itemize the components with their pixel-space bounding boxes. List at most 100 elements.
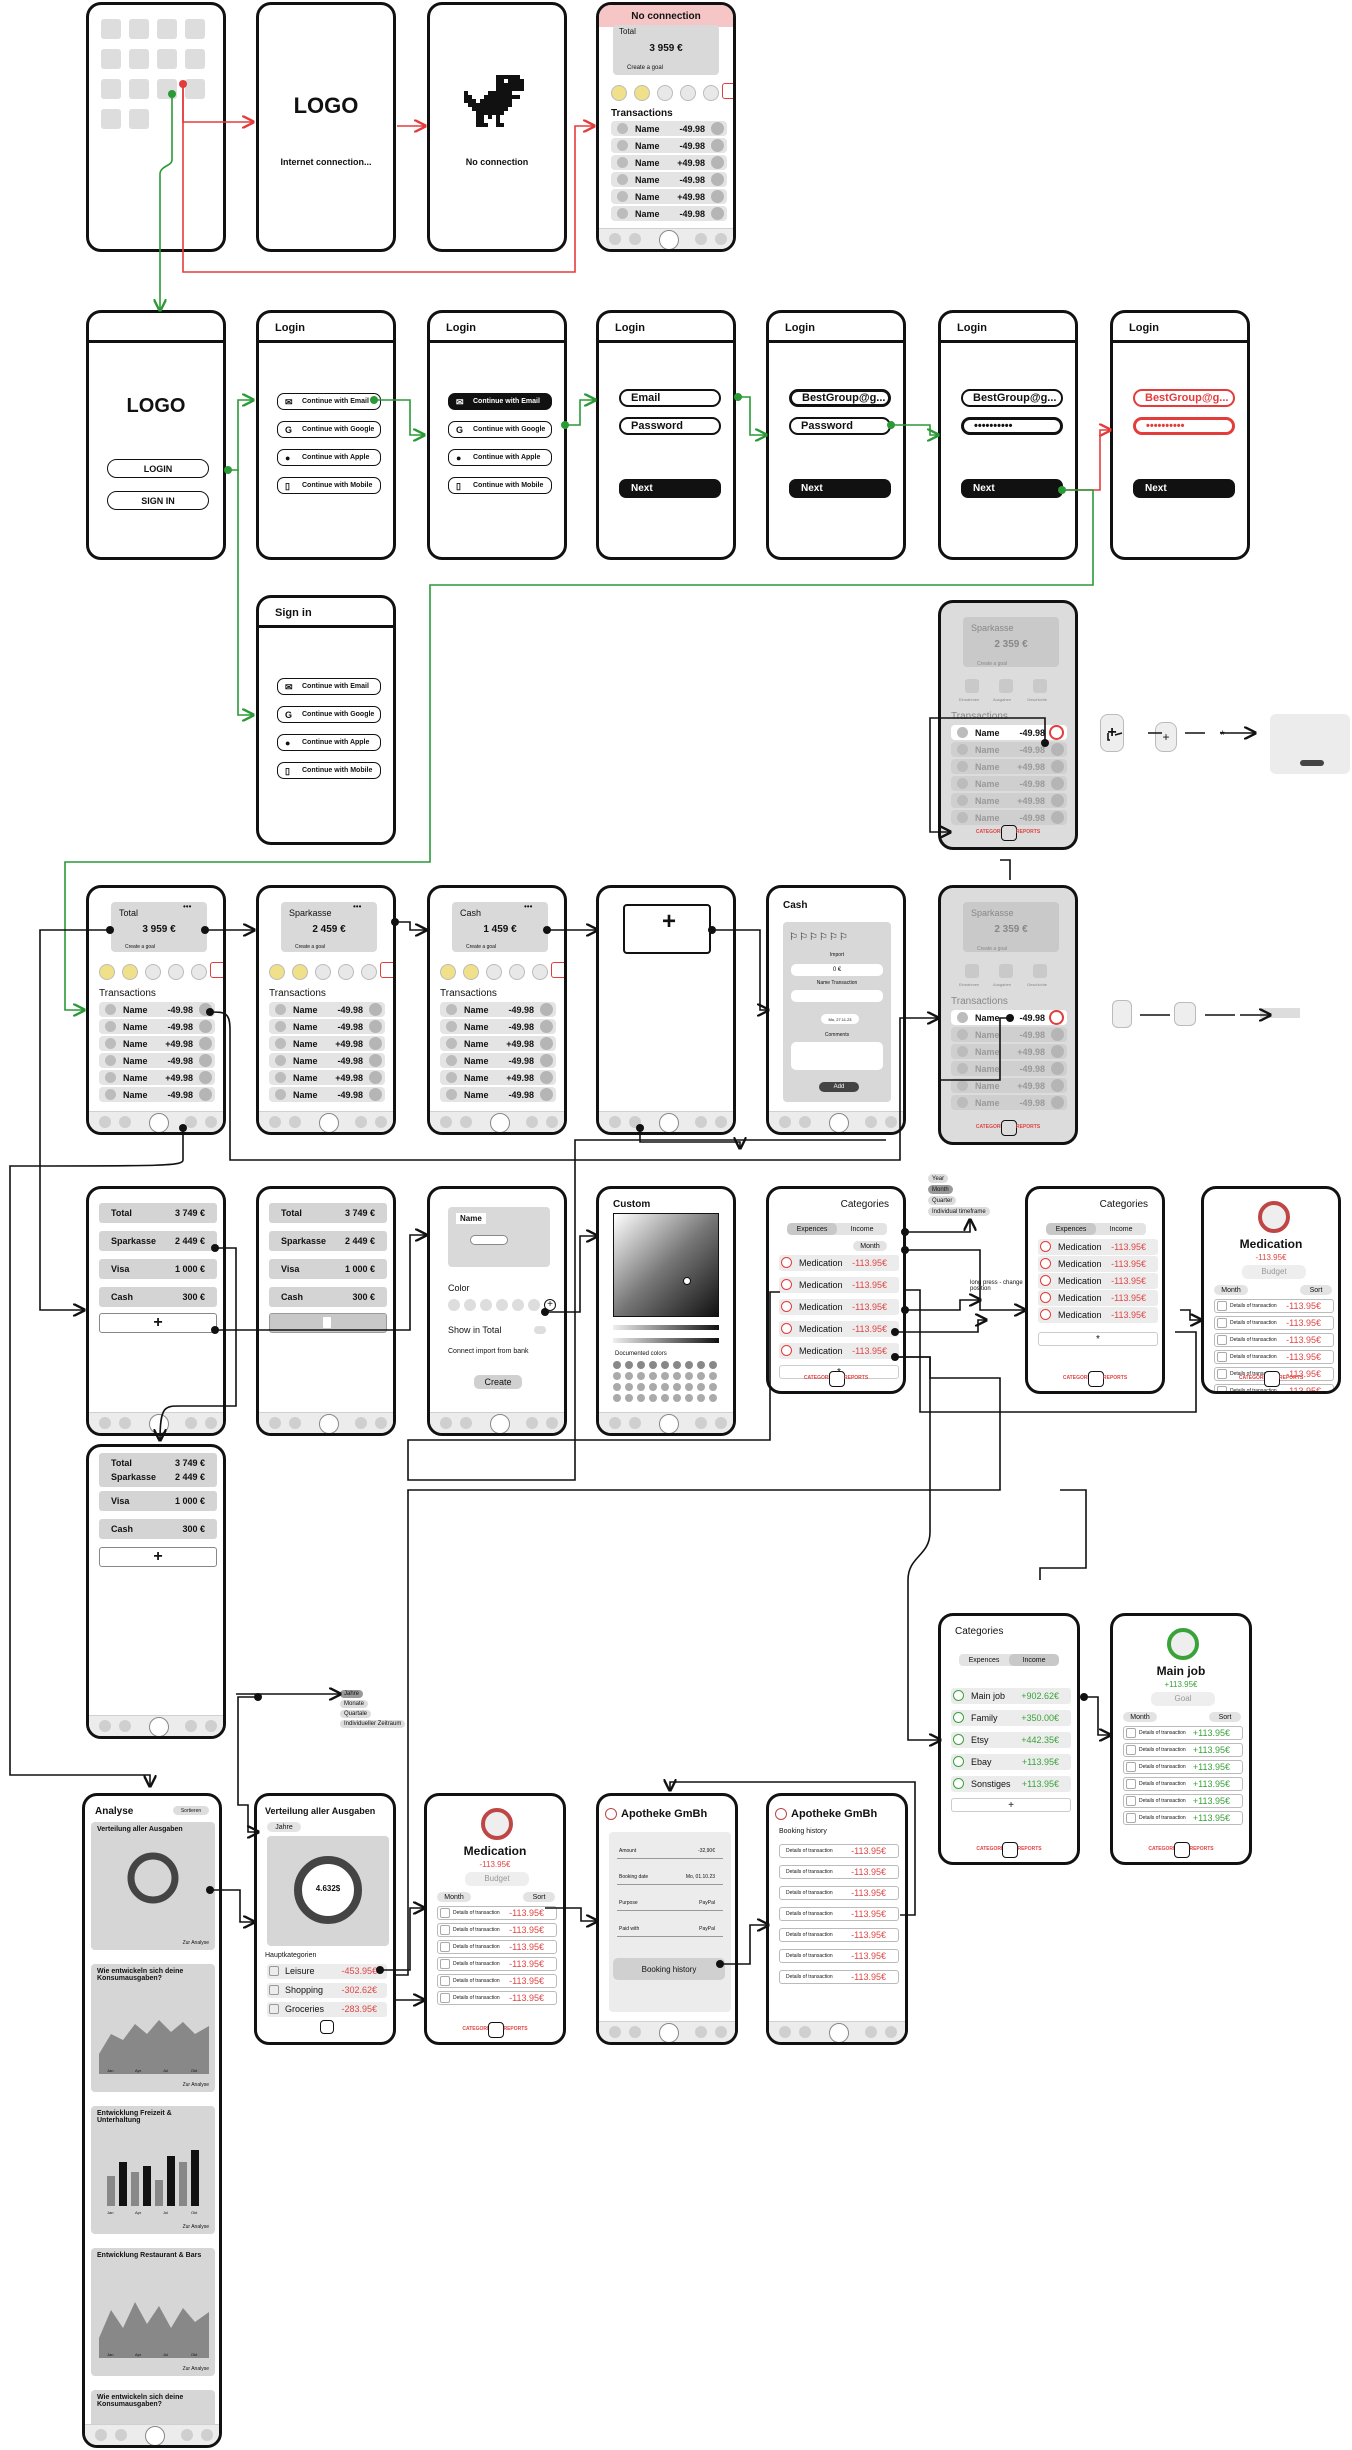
sort-selector[interactable]: Sort <box>1209 1712 1241 1722</box>
nav-dot[interactable] <box>205 1417 217 1429</box>
overlay-icon[interactable] <box>1033 964 1047 978</box>
nav-dot[interactable] <box>865 2026 877 2038</box>
transaction-action[interactable] <box>1051 743 1064 756</box>
documented-color[interactable] <box>709 1372 717 1380</box>
transaction-row[interactable]: Name-49.98 <box>951 1061 1067 1076</box>
booking-history-button[interactable]: Booking history <box>613 1958 725 1980</box>
transaction-row[interactable]: Name-49.98 <box>951 742 1067 757</box>
transaction-action[interactable] <box>369 1020 382 1033</box>
overlay-icon[interactable] <box>999 964 1013 978</box>
home-button[interactable] <box>149 1717 169 1736</box>
analysis-link[interactable]: Zur Analyse <box>182 2224 209 2230</box>
transaction-action[interactable] <box>1051 777 1064 790</box>
edit-icon[interactable] <box>551 962 564 978</box>
transaction-action[interactable] <box>711 173 724 186</box>
add-color-button[interactable]: + <box>544 1299 556 1311</box>
home-icon[interactable] <box>1264 1371 1280 1387</box>
password-field[interactable]: •••••••••• <box>961 417 1063 435</box>
category-icon[interactable] <box>463 964 479 980</box>
more-menu[interactable]: ••• <box>524 902 533 911</box>
transaction-row[interactable]: Name-49.98 <box>99 1002 215 1017</box>
color-swatch[interactable] <box>528 1299 540 1311</box>
transaction-row[interactable]: Name-49.98 <box>611 206 727 221</box>
app-icon[interactable] <box>129 79 149 99</box>
documented-color[interactable] <box>697 1372 705 1380</box>
home-icon[interactable] <box>1001 825 1017 841</box>
category-row[interactable]: Medication-113.95€ <box>779 1343 899 1359</box>
home-icon[interactable] <box>829 1371 845 1387</box>
transaction-row[interactable]: Name-49.98 <box>440 1019 556 1034</box>
category-icon[interactable] <box>509 964 525 980</box>
transaction-detail-row[interactable]: Details of transaction-113.95€ <box>437 1991 557 2005</box>
transaction-row[interactable]: Name+49.98 <box>440 1036 556 1051</box>
nav-dot[interactable] <box>201 2429 213 2441</box>
distribution-row[interactable]: Shopping-302.62€ <box>267 1983 387 1998</box>
income-row[interactable]: Sonstiges+113.95€ <box>951 1776 1071 1792</box>
email-field[interactable]: Email <box>619 389 721 407</box>
nav-dot[interactable] <box>119 1116 131 1128</box>
documented-color[interactable] <box>649 1383 657 1391</box>
app-icon[interactable] <box>185 49 205 69</box>
nav-dot[interactable] <box>629 2026 641 2038</box>
transaction-action[interactable] <box>1051 811 1064 824</box>
password-field[interactable]: Password <box>619 417 721 435</box>
nav-dot[interactable] <box>119 1720 131 1732</box>
nav-dot[interactable] <box>355 1116 367 1128</box>
transaction-detail-row[interactable]: Details of transaction+113.95€ <box>1123 1760 1243 1774</box>
documented-color[interactable] <box>709 1383 717 1391</box>
continue-email-button[interactable]: ✉Continue with Email <box>277 678 381 695</box>
category-row[interactable]: Medication-113.95€ <box>779 1299 899 1315</box>
documented-color[interactable] <box>625 1372 633 1380</box>
home-button[interactable] <box>490 1113 510 1132</box>
category-icon[interactable] <box>703 85 719 101</box>
documented-color[interactable] <box>685 1383 693 1391</box>
category-row[interactable]: Medication-113.95€ <box>1038 1256 1158 1272</box>
transaction-action[interactable] <box>369 1054 382 1067</box>
category-icon[interactable] <box>269 964 285 980</box>
transaction-row[interactable]: Name-49.98 <box>269 1019 385 1034</box>
history-row[interactable]: Details of transaction-113.95€ <box>779 1970 899 1984</box>
home-button[interactable] <box>145 2426 165 2445</box>
transaction-action[interactable] <box>1051 1028 1064 1041</box>
connect-bank-link[interactable]: Connect import from bank <box>448 1348 529 1355</box>
history-row[interactable]: Details of transaction-113.95€ <box>779 1886 899 1900</box>
documented-color[interactable] <box>673 1361 681 1369</box>
app-icon[interactable] <box>129 49 149 69</box>
nav-dot[interactable] <box>185 1417 197 1429</box>
add-button[interactable]: Add <box>819 1082 859 1092</box>
transaction-action[interactable] <box>711 207 724 220</box>
transaction-row[interactable]: Name+49.98 <box>611 189 727 204</box>
transaction-detail-row[interactable]: Details of transaction-113.95€ <box>437 1957 557 1971</box>
income-row[interactable]: Etsy+442.35€ <box>951 1732 1071 1748</box>
timeframe-option[interactable]: Individual timeframe <box>928 1207 990 1216</box>
continue-mobile-button[interactable]: ▯Continue with Mobile <box>277 762 381 779</box>
category-icon[interactable] <box>680 85 696 101</box>
documented-color[interactable] <box>697 1394 705 1402</box>
documented-color[interactable] <box>613 1383 621 1391</box>
history-row[interactable]: Details of transaction-113.95€ <box>779 1907 899 1921</box>
transaction-row[interactable]: Name-49.98 <box>99 1087 215 1102</box>
category-row[interactable]: Medication-113.95€ <box>779 1255 899 1271</box>
color-picker-handle[interactable] <box>683 1277 691 1285</box>
add-category-button[interactable]: * <box>1038 1332 1158 1346</box>
transaction-row[interactable]: Name-49.98 <box>440 1087 556 1102</box>
categories-link[interactable]: CATEGORIES <box>1148 1846 1182 1852</box>
continue-apple-button[interactable]: ●Continue with Apple <box>448 449 552 466</box>
app-icon[interactable] <box>129 19 149 39</box>
edit-icon[interactable] <box>210 962 223 978</box>
transaction-detail-row[interactable]: Details of transaction+113.95€ <box>1123 1794 1243 1808</box>
overlay-icon[interactable] <box>965 964 979 978</box>
analysis-link[interactable]: Zur Analyse <box>182 1940 209 1946</box>
documented-color[interactable] <box>697 1383 705 1391</box>
overlay-icon[interactable] <box>1033 679 1047 693</box>
transaction-detail-row[interactable]: Details of transaction-113.95€ <box>437 1940 557 1954</box>
category-icon[interactable] <box>145 964 161 980</box>
documented-color[interactable] <box>673 1383 681 1391</box>
color-swatch[interactable] <box>496 1299 508 1311</box>
add-account-button[interactable]: + <box>99 1547 217 1567</box>
transaction-row[interactable]: Name-49.98 <box>611 121 727 136</box>
transaction-action[interactable] <box>540 1020 553 1033</box>
